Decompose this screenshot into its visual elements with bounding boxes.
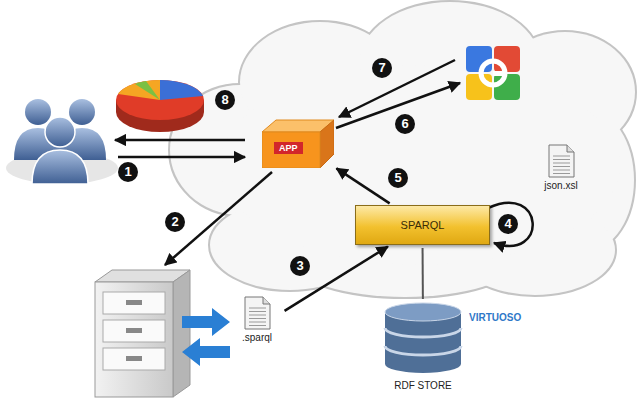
callout-number: 1 <box>118 162 138 182</box>
callout-number: 8 <box>215 90 235 110</box>
xsl-file: json.xsl <box>538 144 584 195</box>
callout-number: 2 <box>165 212 185 232</box>
file-name: .sparql <box>242 332 272 343</box>
request-arrows <box>115 140 245 157</box>
file-name: json.xsl <box>544 180 577 191</box>
store-label: RDF STORE <box>383 380 463 391</box>
file-server <box>95 270 190 397</box>
query-file: .sparql <box>232 296 282 360</box>
document-icon <box>243 296 271 330</box>
rdf-store: VIRTUOSORDF STORE <box>383 302 463 400</box>
flow-arrow <box>337 168 390 203</box>
callout-number: 4 <box>498 214 518 234</box>
flow-arrow <box>422 248 424 299</box>
callout-number: 5 <box>388 168 408 188</box>
callout-number: 7 <box>372 58 392 78</box>
app-server-box: APP <box>262 118 334 168</box>
callout-number: 6 <box>395 114 415 134</box>
sparql-endpoint: SPARQL <box>355 205 490 245</box>
flow-arrow <box>285 247 388 311</box>
product-name: VIRTUOSO <box>469 312 521 323</box>
cloud <box>170 2 635 297</box>
database-cylinder <box>383 302 463 374</box>
exchange-arrows <box>182 308 230 366</box>
pie-chart <box>116 80 204 132</box>
box-label: SPARQL <box>401 219 445 231</box>
callout-number: 3 <box>290 256 310 276</box>
users-icon <box>6 99 118 184</box>
transform-loop <box>488 203 533 246</box>
query-arrow <box>165 172 272 265</box>
document-icon <box>547 144 575 178</box>
app-label: APP <box>274 142 303 154</box>
google-logo <box>466 46 520 100</box>
